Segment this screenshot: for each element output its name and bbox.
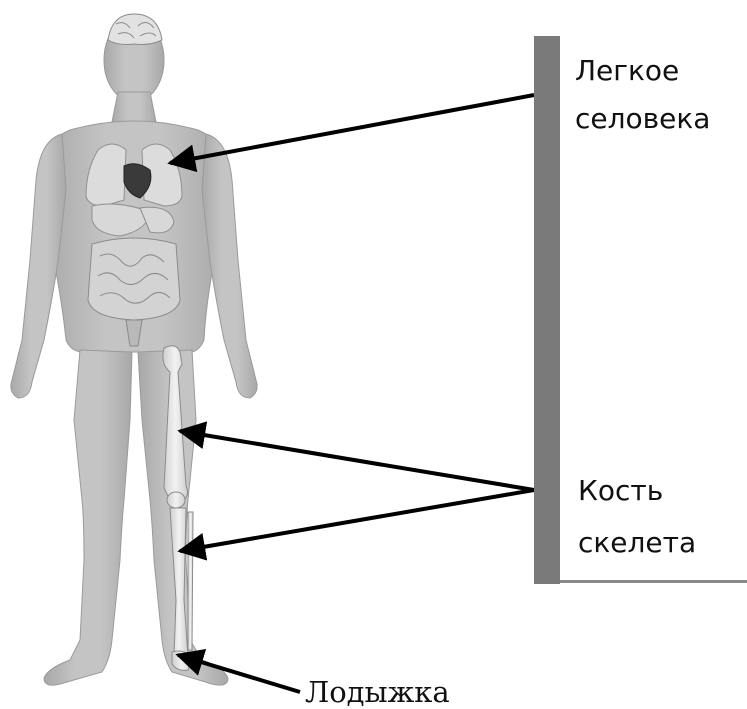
label-bar	[534, 36, 560, 584]
bone-label-line1: Кость	[578, 467, 663, 515]
label-bar-base	[560, 580, 747, 583]
body-silhouette	[11, 18, 257, 685]
lung-label-line1: Легкое	[575, 47, 679, 95]
liver-stomach	[92, 204, 174, 236]
patella	[167, 492, 185, 508]
ankle-label: Лодыжка	[305, 672, 450, 709]
lung-arrow	[170, 95, 534, 163]
bone-label-line2: скелета	[578, 519, 696, 567]
intestines	[88, 238, 180, 320]
lung-label-line2: селовека	[575, 95, 710, 143]
femur-arrow	[180, 431, 534, 490]
fibula	[188, 512, 193, 650]
brain	[108, 14, 162, 45]
tibia-arrow	[180, 490, 534, 551]
